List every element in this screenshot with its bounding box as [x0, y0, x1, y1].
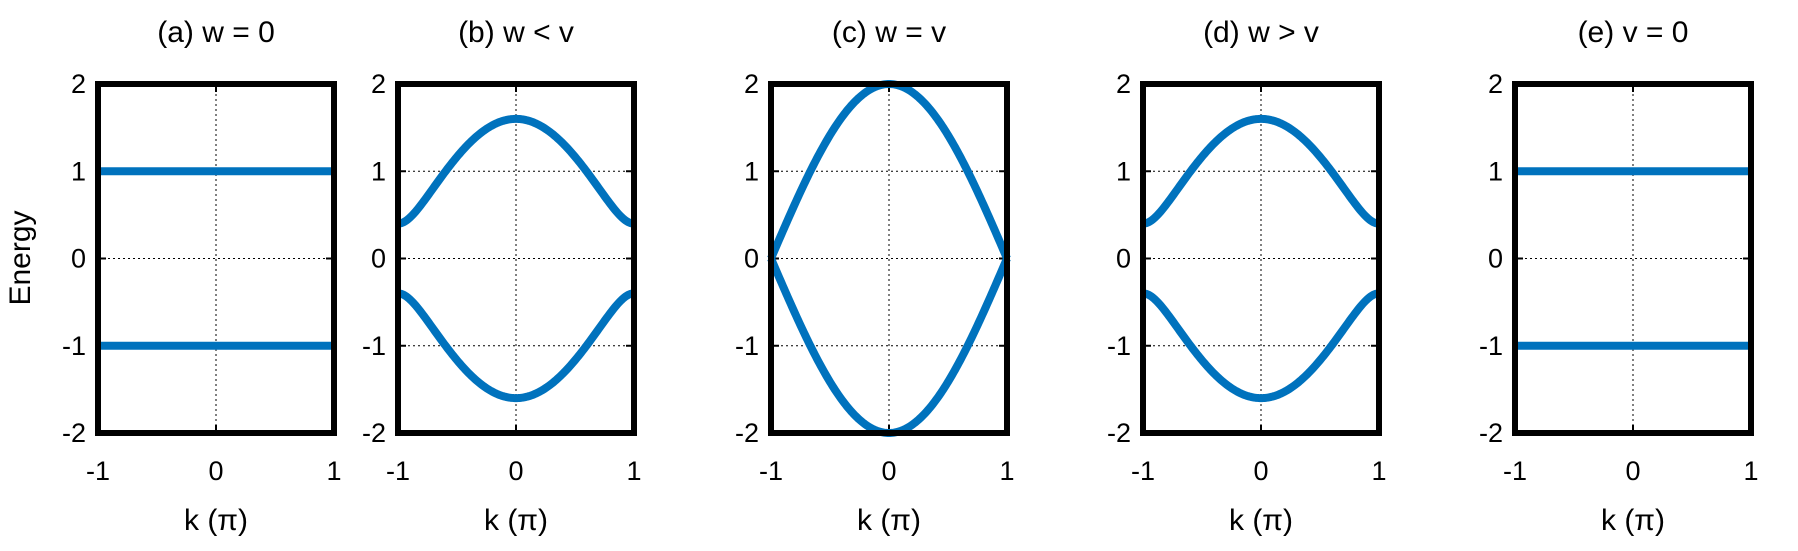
x-axis-label: k (π) [1229, 504, 1293, 537]
x-tick-label: 1 [326, 456, 341, 486]
x-tick-label: -1 [1503, 456, 1527, 486]
y-tick-label: 2 [371, 69, 386, 99]
panel-frame [768, 81, 1010, 436]
y-tick-label: 0 [744, 244, 759, 274]
y-tick-label: 1 [371, 156, 386, 186]
y-tick-label: 2 [744, 69, 759, 99]
panel-frame [95, 81, 337, 436]
x-tick-label: 1 [626, 456, 641, 486]
x-axis-label: k (π) [184, 504, 248, 537]
upper-band-line [397, 114, 635, 228]
x-tick-label: -1 [1131, 456, 1155, 486]
y-tick-label: 1 [1116, 156, 1131, 186]
panel-frame [395, 81, 637, 436]
x-tick-label: 0 [881, 456, 896, 486]
y-tick-label: 0 [1488, 244, 1503, 274]
y-tick-label: -1 [735, 331, 759, 361]
y-tick-label: -1 [62, 331, 86, 361]
y-tick-label: -2 [1107, 418, 1131, 448]
y-tick-label: 1 [71, 156, 86, 186]
y-tick-label: 1 [744, 156, 759, 186]
y-tick-label: -2 [1479, 418, 1503, 448]
panel-title: (b) w < v [458, 16, 574, 49]
panel-title: (c) w = v [832, 16, 946, 49]
y-tick-label: -1 [1479, 331, 1503, 361]
figure-ylabel: Energy [4, 210, 37, 305]
lower-band-line [1142, 289, 1380, 403]
x-tick-label: -1 [759, 456, 783, 486]
x-tick-label: 0 [1253, 456, 1268, 486]
y-tick-label: -1 [362, 331, 386, 361]
x-axis-label: k (π) [1601, 504, 1665, 537]
x-tick-label: 1 [1371, 456, 1386, 486]
x-tick-label: 1 [1743, 456, 1758, 486]
x-axis-label: k (π) [484, 504, 548, 537]
y-tick-label: -2 [362, 418, 386, 448]
y-tick-label: 0 [71, 244, 86, 274]
lower-band-line [397, 289, 635, 403]
y-tick-label: -2 [62, 418, 86, 448]
x-tick-label: 0 [1625, 456, 1640, 486]
x-tick-label: 1 [999, 456, 1014, 486]
y-tick-label: 1 [1488, 156, 1503, 186]
panel-title: (e) v = 0 [1578, 16, 1689, 49]
y-tick-label: 2 [1488, 69, 1503, 99]
panel-title: (a) w = 0 [157, 16, 275, 49]
y-tick-label: -1 [1107, 331, 1131, 361]
x-tick-label: 0 [508, 456, 523, 486]
y-tick-label: -2 [735, 418, 759, 448]
y-tick-label: 0 [371, 244, 386, 274]
y-tick-label: 2 [71, 69, 86, 99]
x-tick-label: 0 [208, 456, 223, 486]
y-tick-label: 0 [1116, 244, 1131, 274]
x-tick-label: -1 [86, 456, 110, 486]
x-tick-label: -1 [386, 456, 410, 486]
y-tick-label: 2 [1116, 69, 1131, 99]
x-axis-label: k (π) [857, 504, 921, 537]
upper-band-line [1142, 114, 1380, 228]
panel-title: (d) w > v [1203, 16, 1319, 49]
panel-frame [1512, 81, 1754, 436]
panel-frame [1140, 81, 1382, 436]
